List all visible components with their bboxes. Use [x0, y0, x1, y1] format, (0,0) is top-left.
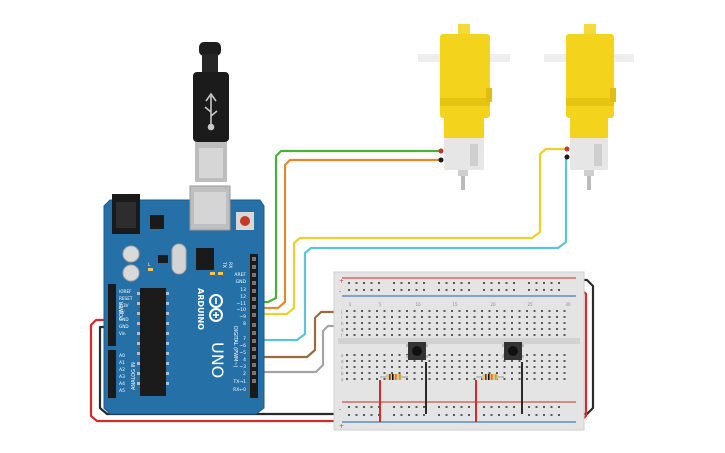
dc-motor-right[interactable]: [544, 24, 634, 190]
wire-yellow-top: [256, 147, 566, 316]
svg-text:A5: A5: [119, 388, 125, 394]
l-led-label: L: [148, 262, 151, 268]
svg-text:b: b: [341, 371, 344, 376]
svg-text:~9: ~9: [239, 314, 246, 320]
dc-motor-left[interactable]: [418, 24, 510, 190]
svg-text:GND: GND: [119, 317, 129, 322]
svg-text:IOREF: IOREF: [119, 289, 132, 294]
svg-text:~3: ~3: [239, 364, 246, 370]
svg-text:4: 4: [243, 357, 246, 363]
rail-plus-bottom-label: +: [339, 423, 344, 430]
svg-text:30: 30: [565, 302, 571, 307]
resistor-right[interactable]: [476, 374, 504, 380]
wire-orange: [256, 158, 440, 310]
svg-text:a: a: [341, 377, 344, 382]
svg-text:12: 12: [240, 294, 246, 300]
svg-text:GND: GND: [236, 279, 247, 285]
arduino-brand-label: ARDUINO: [196, 288, 205, 330]
analog-header-label: ANALOG IN: [131, 362, 137, 390]
svg-text:2: 2: [243, 371, 246, 377]
row-letters-bottom: e d c b a: [341, 353, 344, 382]
tx-label: TX: [221, 261, 227, 268]
svg-text:c: c: [341, 365, 343, 370]
svg-text:GND: GND: [119, 324, 129, 329]
wire-cyan: [256, 155, 569, 342]
svg-text:~11: ~11: [237, 301, 247, 307]
power-pin-labels: IOREF RESET 3.3V 5V GND GND Vin: [119, 289, 133, 336]
svg-text:Vin: Vin: [119, 331, 126, 336]
digital-pin-labels: AREF GND 13 12 ~11 ~10 ~9 8 7 ~6 ~5 4 ~3…: [233, 272, 247, 393]
pushbutton-left[interactable]: [406, 342, 428, 360]
svg-text:15: 15: [452, 302, 458, 307]
reset-button[interactable]: [240, 216, 250, 226]
svg-text:25: 25: [527, 302, 533, 307]
svg-text:5V: 5V: [119, 310, 125, 315]
svg-text:20: 20: [490, 302, 496, 307]
svg-text:8: 8: [243, 321, 246, 327]
arduino-logo-icon: [209, 294, 223, 322]
pushbutton-right[interactable]: [502, 342, 524, 360]
svg-text:RX←0: RX←0: [233, 387, 246, 393]
svg-text:~5: ~5: [239, 350, 246, 356]
digital-header-label: DIGITAL (PWM~): [232, 326, 238, 368]
usb-symbol-icon: [204, 92, 218, 131]
power-header-label: POWER: [119, 301, 125, 320]
svg-text:AREF: AREF: [234, 272, 246, 278]
breadboard[interactable]: + - + - j i h g f e d c b a 1 5 10 15 20…: [333, 271, 585, 431]
svg-text:1: 1: [349, 302, 352, 307]
breadboard-holes: [346, 282, 566, 416]
column-numbers: 1 5 10 15 20 25 30: [349, 302, 571, 307]
svg-text:TX→1: TX→1: [233, 379, 247, 385]
arduino-uno-board[interactable]: ARDUINO UNO DIGITAL (PWM~) POWER ANALOG …: [103, 185, 265, 415]
rx-label: RX: [227, 262, 233, 268]
wire-green: [256, 149, 440, 304]
usb-cable: [193, 42, 229, 182]
rail-minus-top-label: -: [339, 288, 341, 295]
row-letters-top: j i h g f: [340, 309, 344, 338]
arduino-model-label: UNO: [208, 342, 227, 378]
svg-text:i: i: [341, 315, 342, 320]
svg-text:A0: A0: [119, 353, 125, 359]
rail-minus-bottom-label: -: [339, 406, 341, 413]
rail-plus-top-label: +: [339, 278, 344, 285]
svg-text:7: 7: [243, 336, 246, 342]
svg-text:A1: A1: [119, 360, 125, 366]
svg-text:e: e: [341, 353, 344, 358]
svg-text:3.3V: 3.3V: [119, 303, 129, 308]
svg-text:f: f: [341, 333, 343, 338]
analog-pin-labels: A0 A1 A2 A3 A4 A5: [119, 353, 125, 394]
svg-text:A2: A2: [119, 367, 125, 373]
svg-text:A3: A3: [119, 374, 125, 380]
svg-text:~10: ~10: [237, 307, 247, 313]
svg-text:RESET: RESET: [119, 296, 133, 301]
svg-text:~6: ~6: [239, 343, 246, 349]
svg-text:10: 10: [415, 302, 421, 307]
svg-text:A4: A4: [119, 381, 125, 387]
svg-text:d: d: [341, 359, 344, 364]
svg-text:j: j: [340, 309, 342, 314]
svg-text:5: 5: [379, 302, 382, 307]
svg-text:13: 13: [240, 287, 246, 293]
svg-text:g: g: [341, 327, 344, 332]
breadboard-jumpers: [379, 362, 523, 422]
svg-text:h: h: [341, 321, 344, 326]
resistor-left[interactable]: [380, 374, 408, 380]
